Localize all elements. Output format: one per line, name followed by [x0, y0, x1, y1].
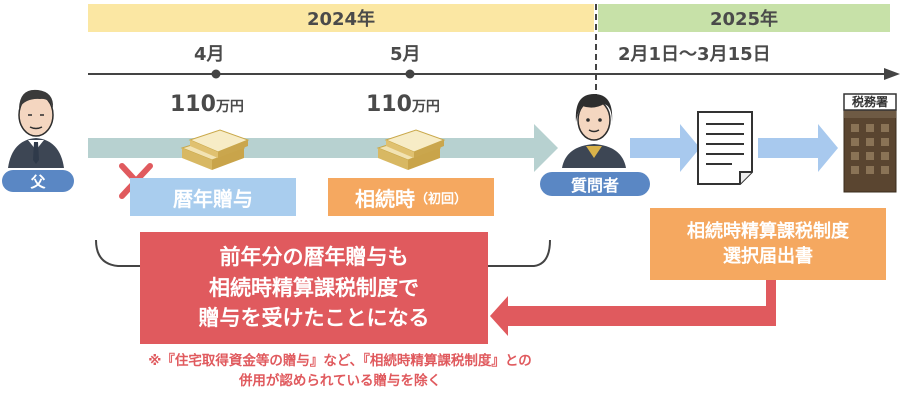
- submit-arrow-2: [758, 124, 838, 172]
- year-2024-label: 2024年: [306, 9, 376, 30]
- father-icon: [8, 89, 64, 168]
- gift-amount-1: 110万円: [170, 92, 244, 117]
- footnote-line2: 併用が認められている贈与を除く: [238, 372, 442, 389]
- gift-flow-arrow: [88, 124, 558, 172]
- return-arrow: [490, 278, 776, 336]
- footnote-line1: ※『住宅取得資金等の贈与』など、『相続時精算課税制度』との: [148, 353, 532, 369]
- tax-office-label: 税務署: [851, 95, 888, 109]
- result-line3: 贈与を受けたことになる: [198, 306, 430, 331]
- tax-office-building-icon: [843, 93, 897, 193]
- result-line1: 前年分の暦年贈与も: [219, 245, 409, 270]
- year-2025-label: 2025年: [709, 9, 779, 30]
- footnote: ※『住宅取得資金等の贈与』など、『相続時精算課税制度』との 併用が認められている…: [60, 352, 620, 391]
- form-name-line2: 選択届出書: [723, 246, 813, 267]
- result-line2: 相続時精算課税制度で: [209, 275, 419, 300]
- timeline-dot-may: [405, 69, 415, 79]
- money-stack-icon-2: [376, 129, 446, 170]
- result-box: 前年分の暦年贈与も 相続時精算課税制度で 贈与を受けたことになる: [140, 232, 488, 344]
- document-icon: [697, 111, 753, 185]
- year-2025-band: 2025年: [598, 4, 890, 32]
- form-name-line1: 相続時精算課税制度: [687, 220, 849, 242]
- questioner-icon: [562, 94, 626, 168]
- father-badge: 父: [2, 170, 74, 192]
- submit-arrow-1: [630, 124, 700, 172]
- timeline-arrowhead: [884, 68, 900, 80]
- calendar-year-gift-label: 暦年贈与: [130, 178, 296, 216]
- month-april-label: 4月: [194, 44, 225, 65]
- questioner-badge: 質問者: [540, 172, 650, 196]
- settlement-label: 相続時（初回）: [328, 178, 494, 216]
- timeline-dot-april: [211, 69, 221, 79]
- period-2025-label: 2月1日〜3月15日: [618, 44, 771, 65]
- money-stack-icon-1: [180, 129, 250, 170]
- month-may-label: 5月: [390, 44, 421, 65]
- gift-amount-2: 110万円: [366, 92, 440, 117]
- form-name-box: 相続時精算課税制度 選択届出書: [650, 208, 886, 280]
- year-2024-band: 2024年: [88, 4, 594, 32]
